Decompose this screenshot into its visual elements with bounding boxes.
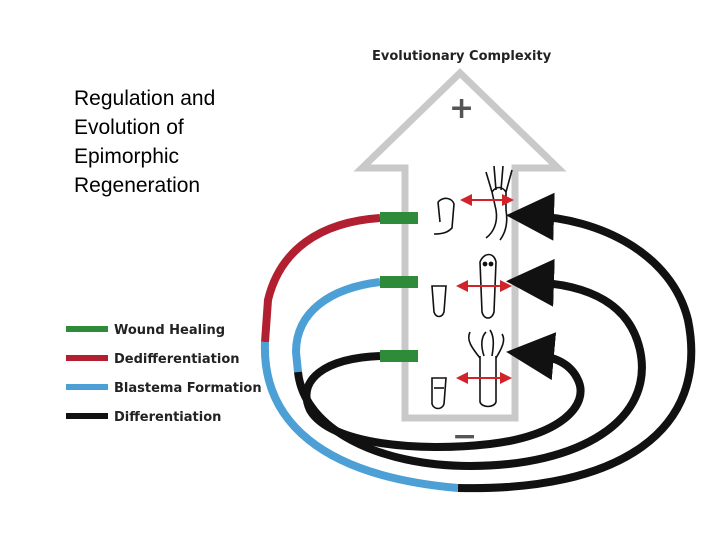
legend-item-wound-healing: Wound Healing [66,323,225,338]
legend-swatch-blastema-formation [66,384,108,390]
outer-loop-differentiation [457,192,696,493]
planarian-icon [479,253,497,319]
regenerated-limb-icon [485,165,513,241]
legend-swatch-dedifferentiation [66,355,108,361]
plus-sign: + [449,91,474,126]
slide-title: Regulation and Evolution of Epimorphic R… [74,87,216,197]
axis-label: Evolutionary Complexity [372,49,552,64]
wound-healing-bar-top [380,212,418,224]
limb-stump-icon [433,197,455,235]
inner-loop-differentiation [302,332,585,451]
legend-label-blastema-formation: Blastema Formation [114,381,262,396]
legend-item-dedifferentiation: Dedifferentiation [66,352,240,367]
legend-swatch-differentiation [66,413,108,419]
legend: Wound Healing Dedifferentiation Blastema… [66,323,262,425]
hydra-icon [467,329,505,408]
hydra-stump-icon [431,377,447,410]
middle-loop-blastema [291,278,381,373]
wound-healing-bar-bottom [380,350,418,362]
legend-item-blastema-formation: Blastema Formation [66,381,262,396]
legend-item-differentiation: Differentiation [66,410,221,425]
legend-label-wound-healing: Wound Healing [114,323,225,338]
legend-label-differentiation: Differentiation [114,410,221,425]
outer-loop-dedifferentiation [261,214,381,343]
planarian-stump-icon [431,285,447,318]
legend-swatch-wound-healing [66,326,108,332]
wound-healing-bar-middle [380,276,418,288]
outer-loop-blastema [260,341,459,492]
legend-label-dedifferentiation: Dedifferentiation [114,352,240,367]
